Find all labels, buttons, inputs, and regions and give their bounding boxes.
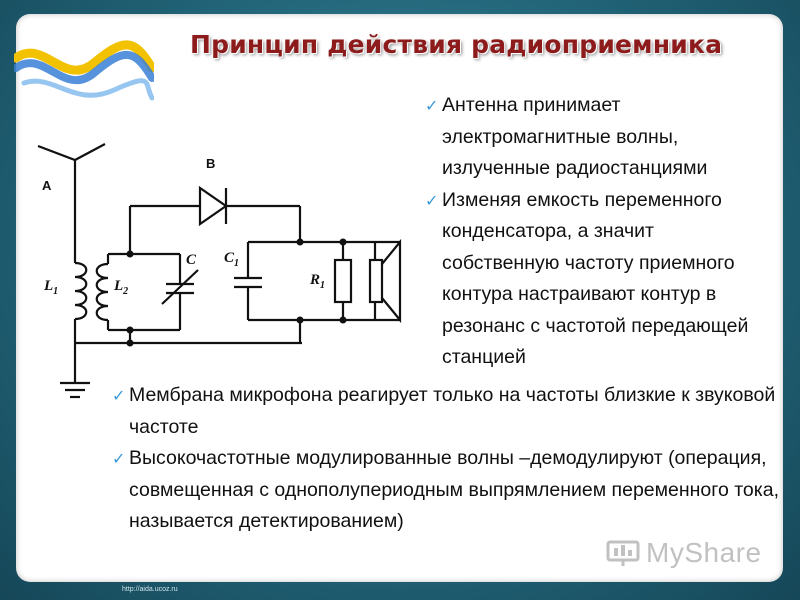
list-item: ✓ Изменяя емкость переменного конденсато…	[425, 185, 775, 374]
label-coil-l2: L2	[113, 278, 128, 297]
resistor-r1	[333, 258, 353, 304]
checkmark-icon: ✓	[112, 386, 126, 405]
checkmark-icon: ✓	[112, 449, 126, 468]
decorative-wave-icon	[14, 40, 154, 101]
list-item: ✓ Антенна принимает электромагнитные вол…	[425, 90, 775, 185]
speaker-symbol	[368, 258, 384, 304]
logo-text: MyShare	[646, 537, 762, 568]
bullet-text: Антенна принимает электромагнитные волны…	[442, 94, 708, 179]
label-antenna: A	[42, 178, 52, 193]
bullet-text: Изменяя емкость переменного конденсатора…	[442, 188, 749, 369]
label-diode: B	[206, 156, 215, 171]
checkmark-icon: ✓	[425, 96, 439, 115]
antenna-symbol	[37, 143, 106, 162]
bullet-list-right: ✓ Антенна принимает электромагнитные вол…	[425, 90, 775, 374]
label-variable-capacitor: C	[186, 252, 197, 268]
myshared-logo-icon	[606, 540, 640, 566]
footer-url: http://aida.ucoz.ru	[122, 586, 178, 593]
list-item: ✓ Мембрана микрофона реагирует только на…	[112, 380, 782, 443]
bullet-text: Высокочастотные модулированные волны –де…	[129, 447, 779, 532]
list-item: ✓ Высокочастотные модулированные волны –…	[112, 443, 782, 538]
coil-l1	[74, 261, 88, 321]
myshared-logo: MyShare	[606, 536, 776, 570]
bullet-text: Мембрана микрофона реагирует только на ч…	[129, 384, 776, 438]
label-resistor-r1: R1	[309, 272, 325, 291]
diode-symbol	[198, 185, 228, 227]
coil-l2	[95, 262, 109, 322]
radio-receiver-circuit-diagram: A B C C1 L1 L2 R1	[37, 143, 402, 399]
label-coil-l1: L1	[43, 278, 58, 297]
bullet-list-bottom: ✓ Мембрана микрофона реагирует только на…	[112, 380, 782, 538]
checkmark-icon: ✓	[425, 190, 439, 210]
slide-title: Принцип действия радиоприемника	[190, 30, 723, 59]
label-capacitor-c1: C1	[224, 250, 239, 269]
